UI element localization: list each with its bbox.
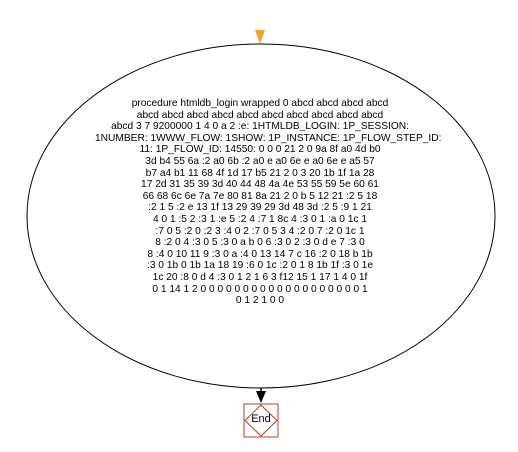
- procedure-line: abcd abcd abcd abcd abcd abcd abcd abcd …: [136, 109, 384, 121]
- end-node-label: End: [251, 413, 271, 425]
- procedure-line: 3d b4 55 6a :2 a0 6b :2 a0 e a0 6e e a0 …: [145, 155, 375, 167]
- procedure-line: :2 1 5 :2 e 13 1f 13 29 39 29 3d 48 3d :…: [148, 202, 372, 214]
- procedure-line: b7 a4 b1 11 68 4f 1d 17 b5 21 2 0 3 20 1…: [145, 167, 375, 179]
- procedure-line: 0 1 14 1 2 0 0 0 0 0 0 0 0 0 0 0 0 0 0 0…: [152, 283, 368, 295]
- procedure-node-text: procedure htmldb_login wrapped 0 abcd ab…: [95, 98, 442, 307]
- procedure-line: 1c 20 :8 0 d 4 :3 0 1 2 1 6 3 f12 15 1 1…: [152, 271, 368, 283]
- procedure-line: procedure htmldb_login wrapped 0 abcd ab…: [131, 98, 389, 109]
- procedure-line: 11: 1P_FLOW_ID: 14550: 0 0 0 21 2 0 9a 8…: [139, 144, 381, 156]
- procedure-line: 17 2d 31 35 39 3d 40 44 48 4a 4e 53 55 5…: [141, 179, 379, 191]
- procedure-line: 4 0 1 :5 2 :3 1 :e 5 :2 4 :7 1 8c 4 :3 0…: [152, 213, 368, 225]
- procedure-line: 8 :2 0 4 :3 0 5 :3 0 a b 0 6 :3 0 2 :3 0…: [155, 237, 365, 249]
- procedure-line: :3 0 1b 0 1b 1a 18 19 :6 0 1c :2 0 1 8 1…: [146, 260, 373, 272]
- procedure-line: 1NUMBER: 1WWW_FLOW: 1SHOW: 1P_INSTANCE: …: [95, 132, 442, 144]
- procedure-line: 66 68 6c 6e 7a 7e 80 81 8a 21 2 0 b 5 12…: [142, 190, 378, 202]
- end-node[interactable]: [243, 403, 279, 438]
- procedure-line: 0 1 2 1 0 0: [235, 295, 285, 307]
- procedure-line: abcd 3 7 9200000 1 4 0 a 2 :e: 1HTMLDB_L…: [111, 121, 409, 133]
- start-marker-icon: [255, 30, 265, 44]
- connector-arrow: [256, 388, 266, 403]
- procedure-line: 8 :4 0 10 11 9 :3 0 a :4 0 13 14 7 c 16 …: [147, 248, 373, 260]
- procedure-line: :7 0 5 :2 0 :2 3 :4 0 2 :7 0 5 3 4 :2 0 …: [155, 225, 365, 237]
